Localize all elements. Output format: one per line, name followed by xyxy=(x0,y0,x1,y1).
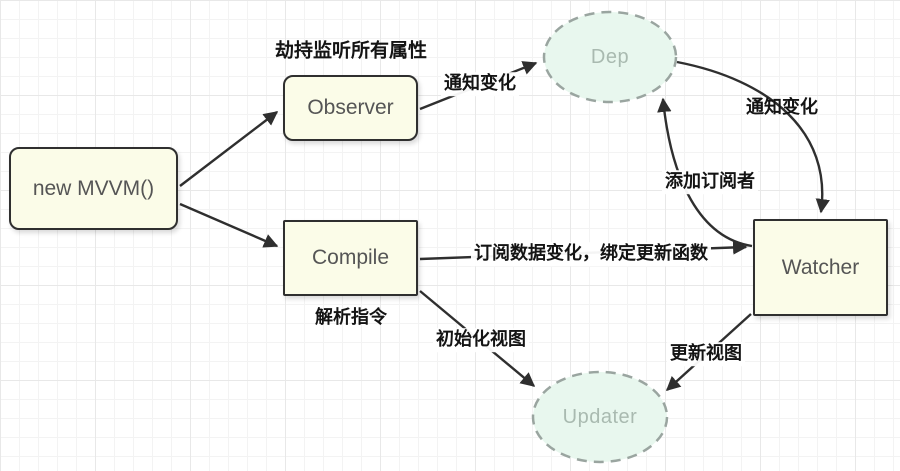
node-watcher: Watcher xyxy=(753,219,888,316)
edge-label-init-view: 初始化视图 xyxy=(433,328,529,352)
node-observer: Observer xyxy=(283,75,418,141)
edge-dep-watcher xyxy=(676,60,830,214)
node-dep-shape xyxy=(542,10,678,104)
edge-mvvm-observer xyxy=(179,111,279,187)
node-updater-shape xyxy=(531,370,669,464)
edge-mvvm-compile xyxy=(179,202,279,248)
edge-label-subscribe-data-change-bind-update: 订阅数据变化，绑定更新函数 xyxy=(471,242,711,266)
edge-label-add-subscriber: 添加订阅者 xyxy=(662,170,758,194)
node-mvvm: new MVVM() xyxy=(9,147,178,230)
caption-parse-directives: 解析指令 xyxy=(315,307,387,328)
caption-hijack-listen-all-properties: 劫持监听所有属性 xyxy=(274,40,428,62)
node-updater-label: Updater xyxy=(562,405,638,428)
node-dep-label: Dep xyxy=(590,45,630,68)
edge-label-update-view: 更新视图 xyxy=(667,342,745,366)
edge-label-notify-change-left: 通知变化 xyxy=(441,72,519,96)
edge-label-notify-change-right: 通知变化 xyxy=(746,97,818,118)
node-compile: Compile xyxy=(283,220,418,296)
